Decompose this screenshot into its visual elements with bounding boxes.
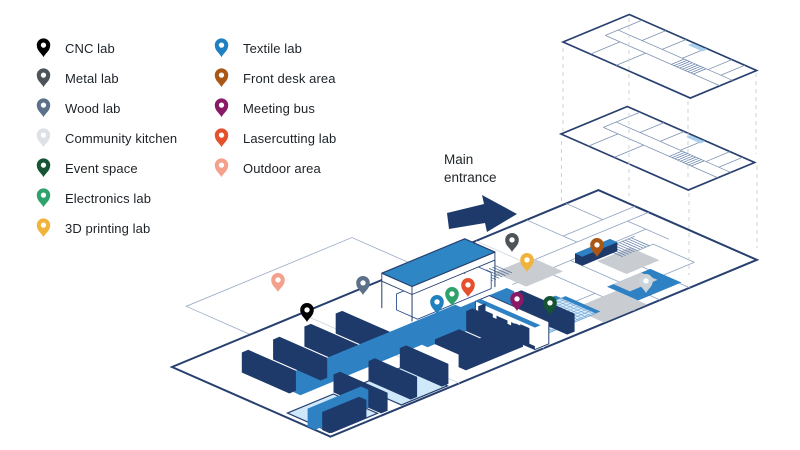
legend-item-metal-lab: Metal lab (36, 63, 177, 93)
map-pin-lasercutting-lab[interactable] (461, 278, 475, 297)
legend-item-label: Event space (65, 160, 138, 176)
map-pin-textile-lab[interactable] (430, 295, 444, 314)
map-pin-front-desk-area[interactable] (590, 238, 604, 257)
location-pin-icon (214, 98, 229, 118)
legend-item-label: Textile lab (243, 40, 302, 56)
main-entrance-label: Main entrance (444, 152, 497, 185)
navy-wall (322, 396, 367, 434)
map-pins-layer (271, 233, 653, 322)
location-pin-icon (36, 158, 51, 178)
location-pin-icon (36, 218, 51, 238)
location-pin-icon (36, 38, 51, 58)
map-pin-meeting-bus[interactable] (510, 292, 524, 311)
map-pin-wood-lab[interactable] (356, 276, 370, 295)
location-pin-icon (214, 38, 229, 58)
legend-item-label: 3D printing lab (65, 220, 151, 236)
map-pin-cnc-lab[interactable] (300, 303, 314, 322)
gray-floor-patch (494, 257, 564, 287)
legend-item-label: Metal lab (65, 70, 119, 86)
legend-item-label: Lasercutting lab (243, 130, 337, 146)
legend-item-label: Outdoor area (243, 160, 321, 176)
legend-column-2: Textile lab Front desk area Meeting bus … (214, 33, 336, 183)
map-pin-event-space[interactable] (543, 296, 557, 315)
location-pin-icon (36, 128, 51, 148)
event-space-edge-strip (560, 296, 601, 314)
legend-item-electronics-lab: Electronics lab (36, 183, 177, 213)
floor-stack-guide-lines (561, 18, 758, 275)
legend-item-label: Meeting bus (243, 100, 315, 116)
walls-layer (241, 238, 618, 434)
legend-item-cnc-lab: CNC lab (36, 33, 177, 63)
map-pin-metal-lab[interactable] (505, 233, 519, 252)
navy-wall (514, 290, 575, 335)
entrance-canopy (381, 238, 496, 322)
map-pin-outdoor-area[interactable] (271, 273, 285, 292)
navy-wall (241, 349, 296, 394)
navy-wall (458, 323, 523, 371)
location-pin-icon (214, 68, 229, 88)
legend-item-label: Community kitchen (65, 130, 178, 146)
main-entrance-arrow-icon (447, 195, 517, 232)
legend-item-lasercutting-lab: Lasercutting lab (214, 123, 336, 153)
navy-wall (273, 336, 328, 381)
map-pin-community-kitchen[interactable] (639, 274, 653, 293)
location-pin-icon (36, 98, 51, 118)
navy-wall (368, 358, 418, 400)
legend-item-label: Electronics lab (65, 190, 152, 206)
location-pin-icon (214, 128, 229, 148)
legend-item-event-space: Event space (36, 153, 177, 183)
legend-item-front-desk-area: Front desk area (214, 63, 336, 93)
legend-item-label: Front desk area (243, 70, 336, 86)
map-pin-3d-printing-lab[interactable] (520, 253, 534, 272)
canopy-glass-walls (396, 262, 492, 320)
location-pin-icon (214, 158, 229, 178)
gray-floor-patch (597, 247, 660, 275)
legend-item-textile-lab: Textile lab (214, 33, 336, 63)
location-pin-icon (36, 188, 51, 208)
legend-item-label: CNC lab (65, 40, 115, 56)
legend-item-outdoor-area: Outdoor area (214, 153, 336, 183)
legend-item-3d-printing-lab: 3D printing lab (36, 213, 177, 243)
floor-3-outline (561, 13, 758, 100)
legend-item-wood-lab: Wood lab (36, 93, 177, 123)
legend-item-community-kitchen: Community kitchen (36, 123, 177, 153)
legend-item-meeting-bus: Meeting bus (214, 93, 336, 123)
floor-2-outline (559, 105, 756, 192)
legend-column-1: CNC lab Metal lab Wood lab Community kit… (36, 33, 177, 243)
location-pin-icon (36, 68, 51, 88)
legend-item-label: Wood lab (65, 100, 121, 116)
blue-wall (293, 304, 463, 396)
map-pin-electronics-lab[interactable] (445, 287, 459, 306)
navy-wall (399, 345, 449, 387)
